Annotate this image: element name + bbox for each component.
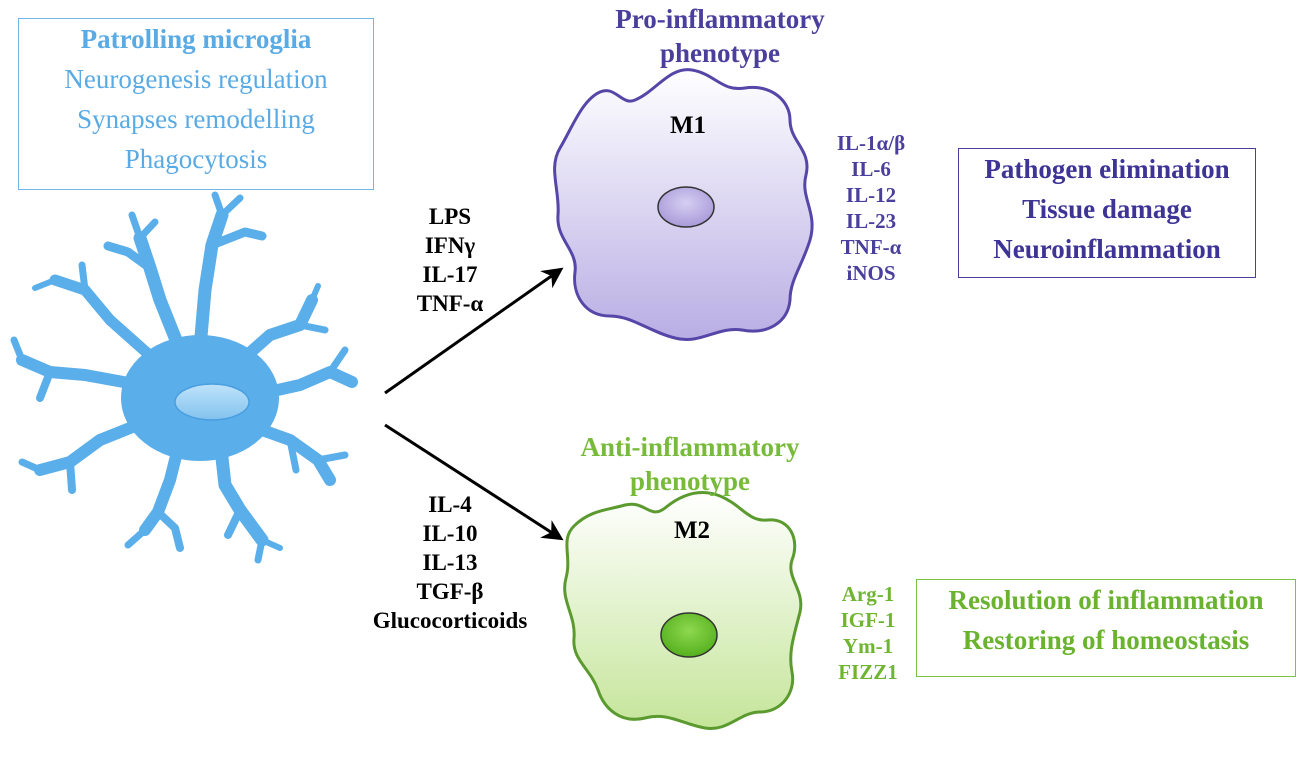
m2-stimulus: Glucocorticoids (372, 608, 528, 633)
m2-heading-line: phenotype (629, 466, 751, 496)
m2-stimulus: IL-13 (422, 550, 478, 575)
m1-cell-label: M1 (669, 112, 707, 139)
m2-stimuli-list: IL-4 IL-10 IL-13 TGF-β Glucocorticoids (330, 490, 570, 635)
patrolling-function: Synapses remodelling (77, 104, 315, 134)
m2-stimulus: IL-4 (428, 492, 472, 517)
m2-heading-line: Anti-inflammatory (580, 432, 800, 462)
m1-nucleus (657, 186, 715, 228)
m1-stimulus: TNF-α (416, 291, 484, 316)
m2-cell-label: M2 (673, 517, 711, 544)
m2-stimulus: IL-10 (422, 521, 478, 546)
patrolling-function: Neurogenesis regulation (64, 64, 328, 94)
m1-marker: IL-12 (845, 183, 897, 207)
m2-nucleus (660, 612, 718, 658)
m1-heading-line: Pro-inflammatory (615, 4, 825, 34)
m1-marker: IL-6 (851, 157, 891, 181)
patrolling-function: Phagocytosis (124, 144, 268, 174)
patrolling-microglia-box: Patrolling microglia Neurogenesis regula… (18, 18, 374, 190)
m1-stimulus: IFNγ (424, 233, 476, 258)
m1-function: Pathogen elimination (984, 154, 1230, 184)
m1-stimuli-list: LPS IFNγ IL-17 TNF-α (360, 202, 540, 318)
m1-stimulus: LPS (428, 204, 472, 229)
m1-functions-box: Pathogen elimination Tissue damage Neuro… (958, 148, 1256, 278)
m2-marker: FIZZ1 (838, 660, 898, 684)
m2-amoeboid-cell (563, 491, 803, 731)
m1-phenotype-heading: Pro-inflammatory phenotype (560, 2, 880, 70)
m2-stimulus: TGF-β (416, 579, 484, 604)
m2-function: Resolution of inflammation (948, 585, 1264, 615)
m2-phenotype-heading: Anti-inflammatory phenotype (530, 430, 850, 498)
m2-functions-box: Resolution of inflammation Restoring of … (916, 579, 1296, 677)
microglia-nucleus (174, 383, 250, 421)
ramified-microglia-cell (10, 191, 358, 564)
m1-marker: TNF-α (840, 235, 902, 259)
m1-markers-list: IL-1α/β IL-6 IL-12 IL-23 TNF-α iNOS (806, 130, 936, 286)
patrolling-title: Patrolling microglia (80, 24, 312, 54)
m1-heading-line: phenotype (659, 38, 781, 68)
m1-function: Neuroinflammation (993, 234, 1221, 264)
m1-function: Tissue damage (1022, 194, 1192, 224)
arrow-to-m1 (384, 267, 564, 395)
m2-marker: IGF-1 (840, 608, 896, 632)
m2-function: Restoring of homeostasis (962, 625, 1250, 655)
m1-marker: IL-23 (845, 209, 897, 233)
m2-marker: Arg-1 (841, 582, 895, 606)
m1-marker: IL-1α/β (836, 131, 906, 155)
m1-marker: iNOS (846, 261, 896, 285)
m2-marker: Ym-1 (842, 634, 894, 658)
m2-markers-list: Arg-1 IGF-1 Ym-1 FIZZ1 (820, 581, 916, 685)
arrow-to-m2 (384, 423, 564, 541)
m1-stimulus: IL-17 (422, 262, 478, 287)
